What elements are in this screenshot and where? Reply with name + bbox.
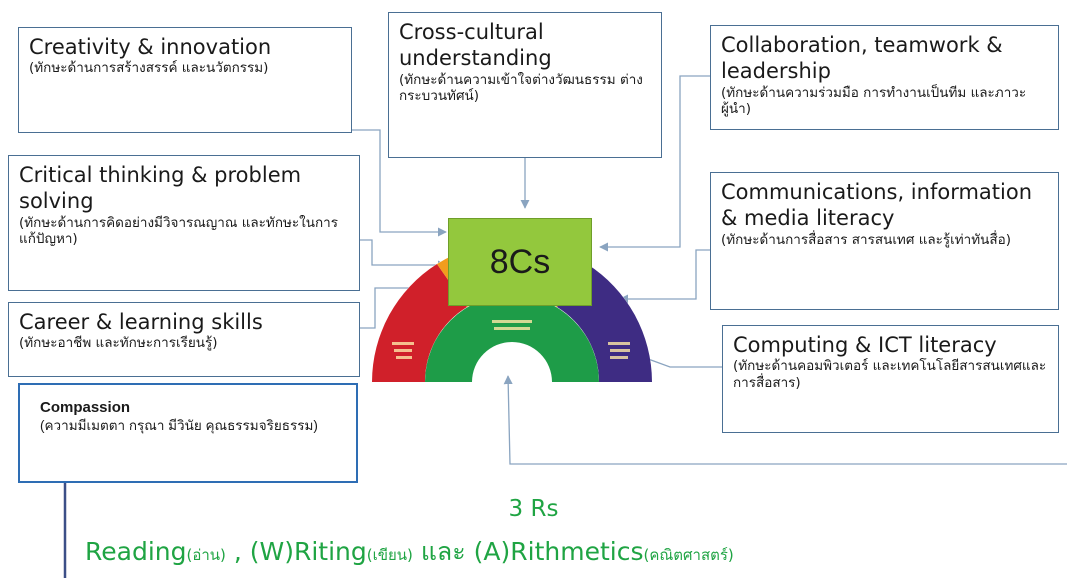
rs-reading: Reading: [85, 537, 187, 566]
connector-career: [360, 283, 447, 329]
three-rs-line: Reading(อ่าน) , (W)Riting(เขียน) และ (A)…: [85, 532, 734, 572]
box-computing-th: (ทักษะด้านคอมพิวเตอร์ และเทคโนโลยีสารสนเ…: [733, 358, 1047, 392]
box-creativity-en: Creativity & innovation: [29, 35, 272, 59]
arc-sector-green: [425, 295, 599, 382]
box-creativity-innovation: Creativity & innovation (ทักษะด้านการสร้…: [18, 27, 352, 133]
connector-computing: [639, 354, 722, 368]
three-rs-title: 3 Rs: [508, 496, 559, 522]
connector-critical: [360, 239, 447, 270]
rs-separator: ,: [225, 537, 250, 566]
center-8cs-label: 8Cs: [448, 218, 592, 306]
box-critical-en: Critical thinking & problem solving: [19, 163, 302, 214]
box-collaboration: Collaboration, teamwork & leadership (ทั…: [710, 25, 1059, 130]
connector-communications: [619, 249, 710, 304]
box-cross-cultural: Cross-cultural understanding (ทักษะด้านค…: [388, 12, 662, 158]
box-career-learning: Career & learning skills (ทักษะอาชีพ และ…: [8, 302, 360, 377]
box-collaboration-en: Collaboration, teamwork & leadership: [721, 33, 1003, 84]
box-career-en: Career & learning skills: [19, 310, 263, 334]
box-compassion: Compassion (ความมีเมตตา กรุณา มีวินัย คุ…: [18, 383, 358, 483]
box-critical-thinking: Critical thinking & problem solving (ทัก…: [8, 155, 360, 291]
rs-and: และ: [412, 537, 474, 566]
box-communications-en: Communications, information & media lite…: [721, 180, 1033, 231]
box-critical-th: (ทักษะด้านการคิดอย่างมีวิจารณญาณ และทักษ…: [19, 214, 338, 248]
rs-arithmetics-th: (คณิตศาสตร์): [643, 546, 734, 564]
box-computing-ict: Computing & ICT literacy (ทักษะด้านคอมพิ…: [722, 325, 1059, 433]
rs-writing: (W)Riting: [249, 537, 367, 566]
box-compassion-th: (ความมีเมตตา กรุณา มีวินัย คุณธรรมจริยธร…: [40, 417, 318, 433]
box-collaboration-th: (ทักษะด้านความร่วมมือ การทำงานเป็นทีม แล…: [721, 84, 1027, 118]
rs-writing-th: (เขียน): [366, 546, 413, 564]
rs-reading-th: (อ่าน): [186, 546, 226, 564]
box-creativity-th: (ทักษะด้านการสร้างสรรค์ และนวัตกรรม): [29, 60, 269, 77]
box-compassion-en: Compassion: [40, 399, 131, 416]
box-communications-th: (ทักษะด้านการสื่อสาร สารสนเทศ และรู้เท่า…: [721, 231, 1012, 248]
box-cross-cultural-en: Cross-cultural understanding: [399, 20, 552, 71]
rs-arithmetics: (A)Rithmetics: [473, 537, 644, 566]
box-communications: Communications, information & media lite…: [710, 172, 1059, 310]
box-career-th: (ทักษะอาชีพ และทักษะการเรียนรู้): [19, 335, 218, 352]
box-cross-cultural-th: (ทักษะด้านความเข้าใจต่างวัฒนธรรม ต่างกระ…: [399, 71, 643, 105]
box-computing-en: Computing & ICT literacy: [733, 333, 997, 357]
